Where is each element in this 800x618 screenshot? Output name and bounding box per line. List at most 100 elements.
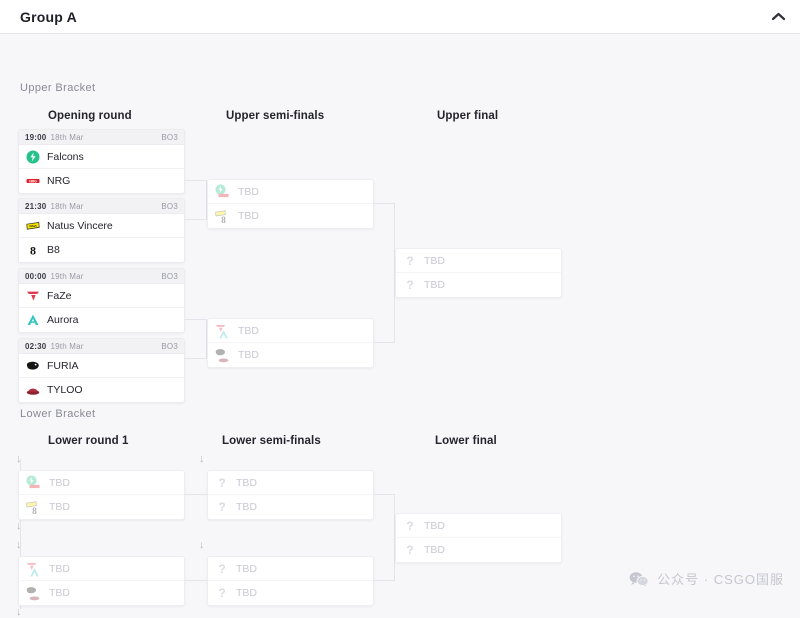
match-card[interactable]: TBD 8 TBD (207, 179, 374, 229)
falcons-logo (26, 150, 40, 164)
team-row[interactable]: ? TBD (208, 471, 373, 495)
group-header[interactable]: Group A (0, 0, 800, 34)
faze-aurora-stack-icon (215, 323, 231, 339)
match-card[interactable]: ? TBD ? TBD (207, 556, 374, 606)
down-arrow-icon: ↓ (199, 539, 205, 551)
team-row[interactable]: Falcons (19, 145, 184, 169)
tyloo-logo (26, 383, 40, 397)
team-row[interactable]: TBD (208, 319, 373, 343)
team-row[interactable]: TBD (208, 180, 373, 204)
navi-logo: NAVI (26, 219, 40, 233)
bracket-area: Upper Bracket Opening round Upper semi-f… (0, 34, 800, 618)
b8-logo: 8 (26, 243, 40, 258)
match-card[interactable]: TBD TBD (207, 318, 374, 368)
nrg-logo: NRG (26, 174, 40, 188)
team-row[interactable]: ? TBD (396, 538, 561, 562)
connector (185, 219, 207, 220)
team-row[interactable]: ? TBD (396, 514, 561, 538)
team-name: FaZe (47, 289, 72, 302)
team-row[interactable]: ? TBD (208, 581, 373, 605)
question-icon: ? (406, 253, 414, 268)
team-row[interactable]: TBD (19, 557, 184, 581)
upper-bracket-label: Upper Bracket (20, 82, 96, 94)
navi-b8-stack-icon: 8 (215, 208, 231, 226)
aurora-logo (26, 313, 40, 327)
svg-text:8: 8 (221, 216, 226, 225)
match-time: 00:00 (25, 271, 47, 281)
team-name: TBD (424, 254, 445, 267)
question-icon: ? (406, 518, 414, 533)
match-card[interactable]: 02:30 19th Mar BO3 FURIA TYLOO (18, 338, 185, 403)
team-name: Falcons (47, 150, 84, 163)
team-name: TBD (238, 185, 259, 198)
furia-tyloo-stack-icon (215, 347, 231, 363)
team-row[interactable]: ? TBD (396, 273, 561, 297)
watermark: 公众号 · CSGO国服 (629, 569, 784, 588)
match-card[interactable]: ? TBD ? TBD (207, 470, 374, 520)
team-name: Aurora (47, 314, 79, 326)
match-meta: 02:30 19th Mar BO3 (19, 339, 184, 354)
team-row[interactable]: Aurora (19, 308, 184, 332)
team-row[interactable]: TYLOO (19, 378, 184, 402)
match-meta: 21:30 18th Mar BO3 (19, 199, 184, 214)
connector (20, 459, 21, 609)
svg-text:NRG: NRG (29, 179, 37, 183)
team-row[interactable]: FaZe (19, 284, 184, 308)
navi-b8-stack-icon: 8 (26, 499, 42, 517)
round-label-lower-round-1: Lower round 1 (48, 435, 129, 447)
team-row[interactable]: ? TBD (396, 249, 561, 273)
furia-logo (26, 359, 40, 373)
match-card[interactable]: 21:30 18th Mar BO3 NAVI Natus Vincere 8 … (18, 198, 185, 263)
match-card[interactable]: TBD 8 TBD (18, 470, 185, 520)
connector (185, 319, 207, 320)
page-title: Group A (20, 8, 77, 25)
connector (185, 494, 207, 495)
chevron-up-icon[interactable] (770, 9, 786, 25)
question-icon: ? (406, 278, 414, 292)
team-name: NRG (47, 175, 71, 187)
round-label-upper-semis: Upper semi-finals (226, 110, 325, 122)
down-arrow-icon: ↓ (199, 453, 205, 465)
team-row[interactable]: 8 TBD (19, 495, 184, 519)
match-card[interactable]: 00:00 19th Mar BO3 FaZe Aurora (18, 268, 185, 333)
team-row[interactable]: NAVI Natus Vincere (19, 214, 184, 238)
team-row[interactable]: FURIA (19, 354, 184, 378)
match-card[interactable]: ? TBD ? TBD (395, 513, 562, 563)
team-name: TBD (236, 476, 257, 489)
team-name: TBD (236, 501, 257, 513)
watermark-text: 公众号 · CSGO国服 (657, 572, 784, 587)
team-row[interactable]: 8 B8 (19, 238, 184, 262)
down-arrow-icon: ↓ (16, 520, 22, 532)
team-name: TBD (424, 279, 445, 291)
team-name: Natus Vincere (47, 219, 113, 232)
faze-aurora-stack-icon (26, 561, 42, 577)
team-row[interactable]: 8 TBD (208, 204, 373, 228)
team-name: TBD (49, 587, 70, 599)
svg-text:8: 8 (32, 507, 37, 516)
faze-logo (26, 289, 40, 303)
match-date: 18th Mar (50, 132, 84, 142)
team-row[interactable]: TBD (208, 343, 373, 367)
team-name: TBD (49, 501, 70, 513)
match-date: 19th Mar (50, 341, 84, 351)
falcons-nrg-stack-icon (215, 183, 231, 200)
question-icon: ? (218, 561, 226, 576)
match-card[interactable]: TBD TBD (18, 556, 185, 606)
question-icon: ? (218, 500, 226, 514)
match-time: 19:00 (25, 132, 47, 142)
team-row[interactable]: ? TBD (208, 495, 373, 519)
team-row[interactable]: TBD (19, 581, 184, 605)
match-card[interactable]: 19:00 18th Mar BO3 Falcons NRG NRG (18, 129, 185, 194)
team-name: TBD (49, 476, 70, 489)
match-time: 21:30 (25, 201, 47, 211)
team-name: TBD (236, 587, 257, 599)
match-card[interactable]: ? TBD ? TBD (395, 248, 562, 298)
match-time: 02:30 (25, 341, 47, 351)
team-row[interactable]: ? TBD (208, 557, 373, 581)
team-row[interactable]: NRG NRG (19, 169, 184, 193)
svg-text:8: 8 (30, 244, 36, 258)
match-meta: 00:00 19th Mar BO3 (19, 269, 184, 284)
team-row[interactable]: TBD (19, 471, 184, 495)
match-date: 18th Mar (50, 201, 84, 211)
team-name: TBD (238, 324, 259, 337)
